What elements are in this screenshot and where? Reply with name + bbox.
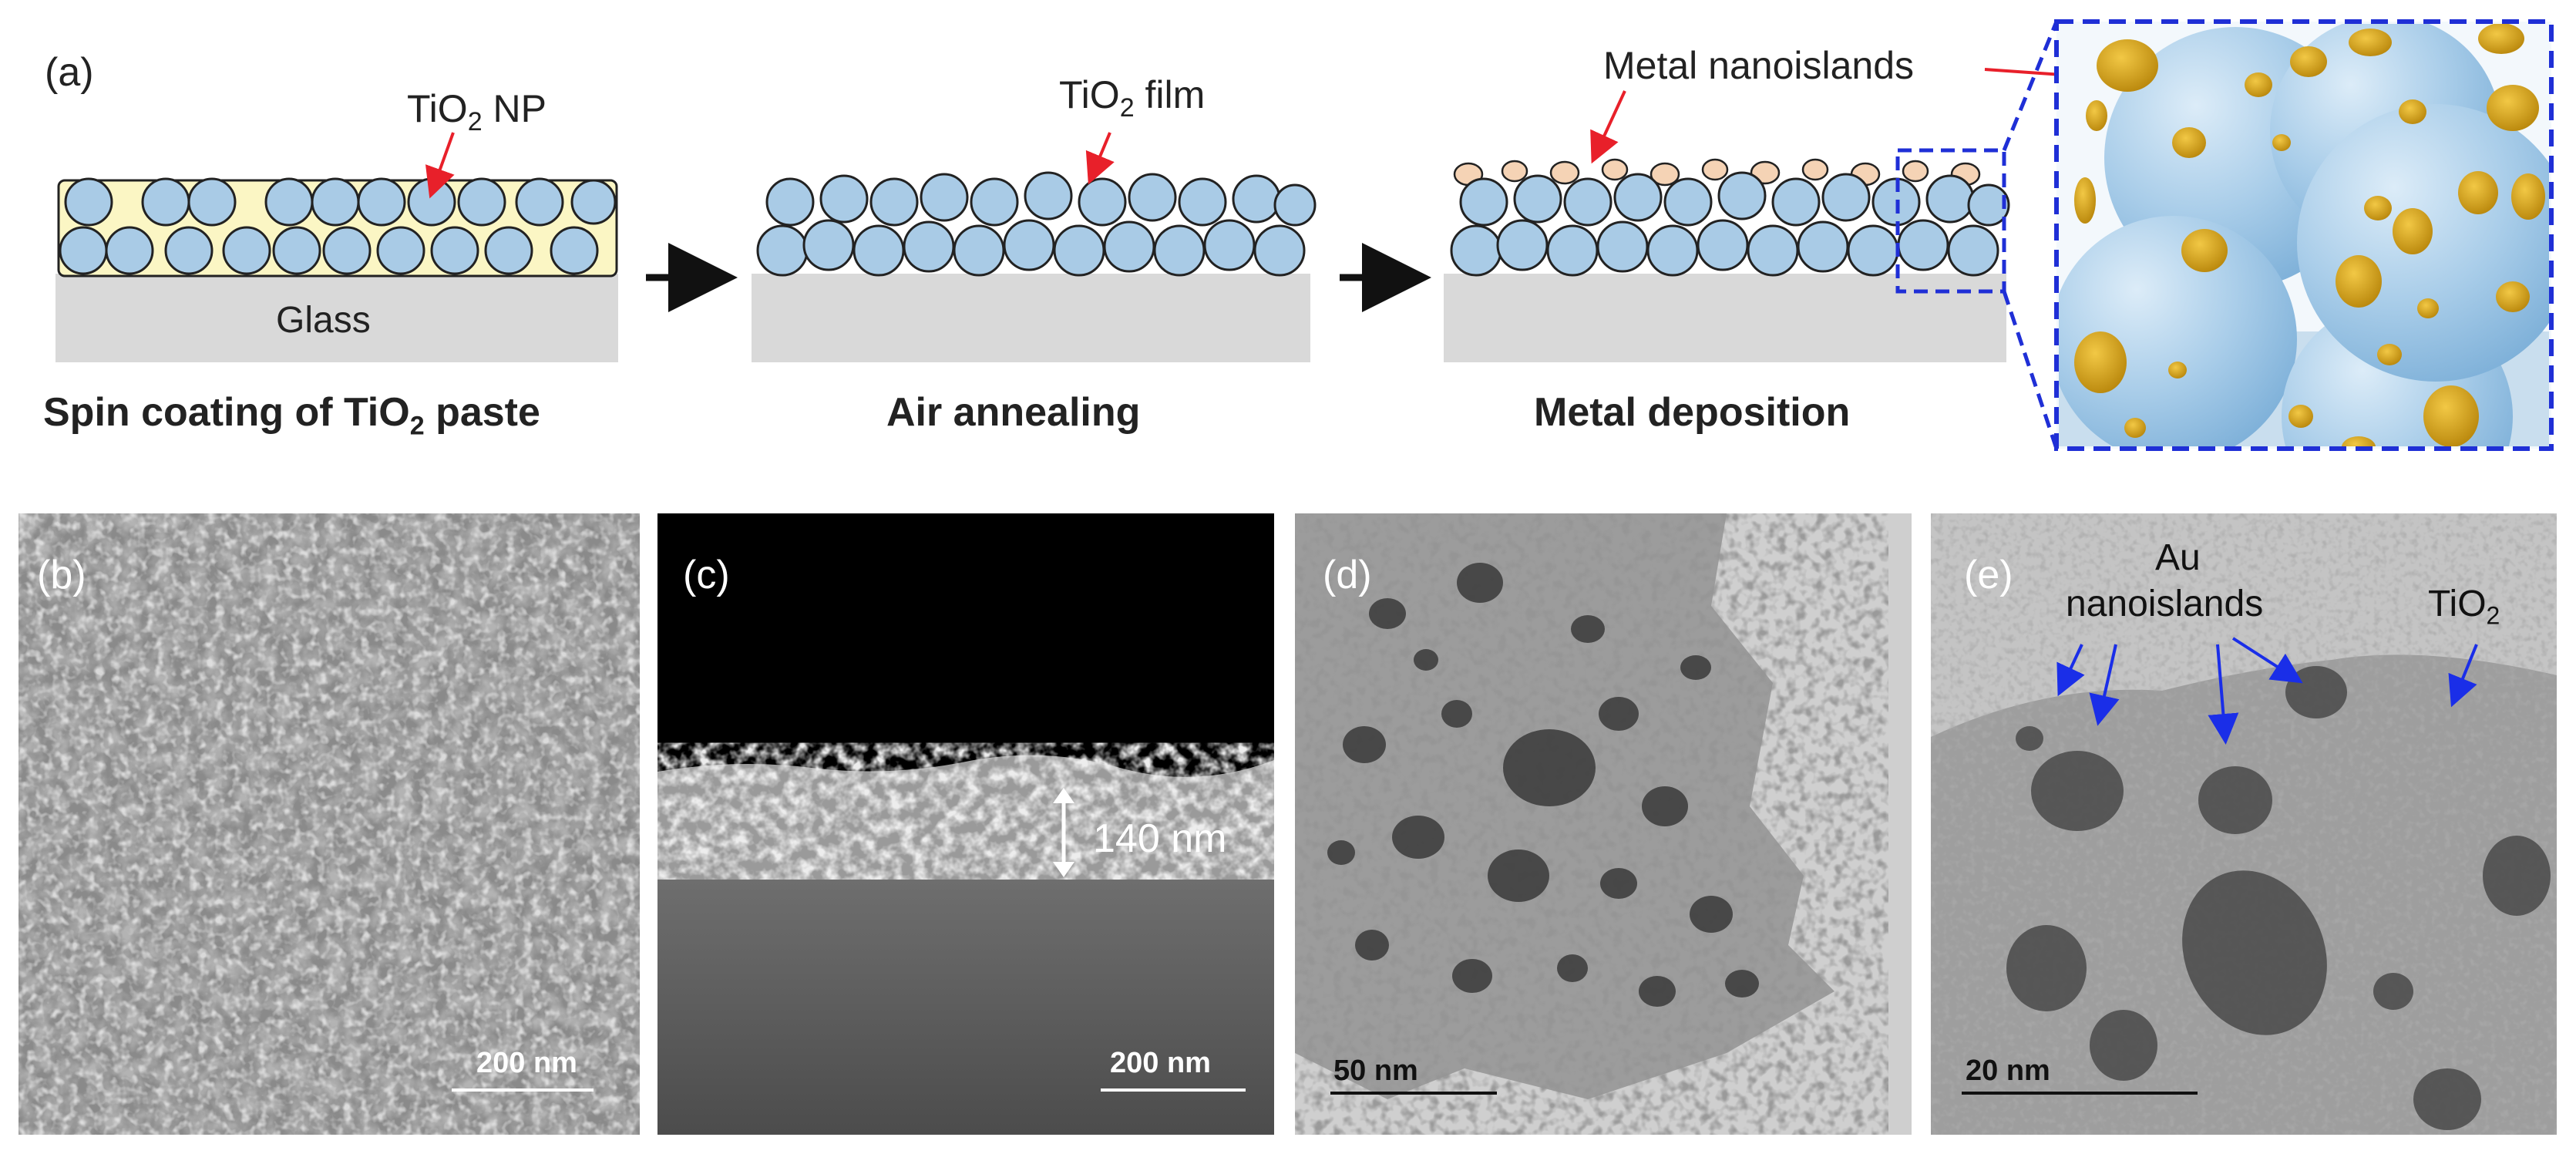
step1-substrate <box>55 177 618 362</box>
cross-section-layers <box>657 513 1274 1135</box>
panel-e-scale-text: 20 nm <box>1966 1055 2050 1087</box>
panel-c-scale-text: 200 nm <box>1110 1047 1211 1079</box>
panel-c-label: (c) <box>683 553 730 597</box>
panel-e-scale-bar <box>1962 1092 2198 1095</box>
step-title-spin-coating: Spin coating of TiO2 paste <box>43 390 540 441</box>
annotation-nanoislands: nanoislands <box>2066 584 2264 624</box>
sem-top-view <box>18 513 640 1135</box>
panel-d-scale-text: 50 nm <box>1333 1055 1418 1087</box>
tem-low-mag <box>1295 513 1912 1135</box>
tem-high-mag <box>1931 513 2557 1135</box>
step2-film <box>752 171 1317 362</box>
panel-b-label: (b) <box>37 553 86 597</box>
glass-label: Glass <box>276 300 371 341</box>
panel-c-scale-bar <box>1101 1088 1246 1092</box>
zoom-render <box>2054 19 2554 451</box>
panel-d-label: (d) <box>1323 553 1372 597</box>
tem-d-image <box>1295 513 1912 1135</box>
panel-b-scale-text: 200 nm <box>476 1047 577 1079</box>
panel-d-scale-bar <box>1330 1092 1497 1095</box>
panel-e-arrows <box>2056 637 2478 745</box>
sem-cross-section <box>657 513 1274 1135</box>
tem-e-image <box>1931 513 2557 1135</box>
thickness-label: 140 nm <box>1093 816 1227 861</box>
annotation-au: Au <box>2155 537 2201 578</box>
step-title-metal-deposition: Metal deposition <box>1534 390 1851 435</box>
callout-metal-nanoislands: Metal nanoislands <box>1603 44 1915 87</box>
callout-tio2-np: TiO2 NP <box>407 87 546 136</box>
schematic-diagram <box>55 19 2554 451</box>
step-title-air-annealing: Air annealing <box>886 390 1141 435</box>
thickness-arrow <box>1053 788 1074 877</box>
panel-e-label: (e) <box>1964 553 2013 597</box>
annotation-tio2: TiO2 <box>2428 584 2500 630</box>
callout-tio2-film: TiO2 film <box>1059 73 1206 123</box>
sem-grain-texture <box>18 513 640 1135</box>
panel-b-scale-bar <box>452 1088 594 1092</box>
panel-a-label: (a) <box>45 50 94 95</box>
step3-deposited <box>1444 148 2010 362</box>
